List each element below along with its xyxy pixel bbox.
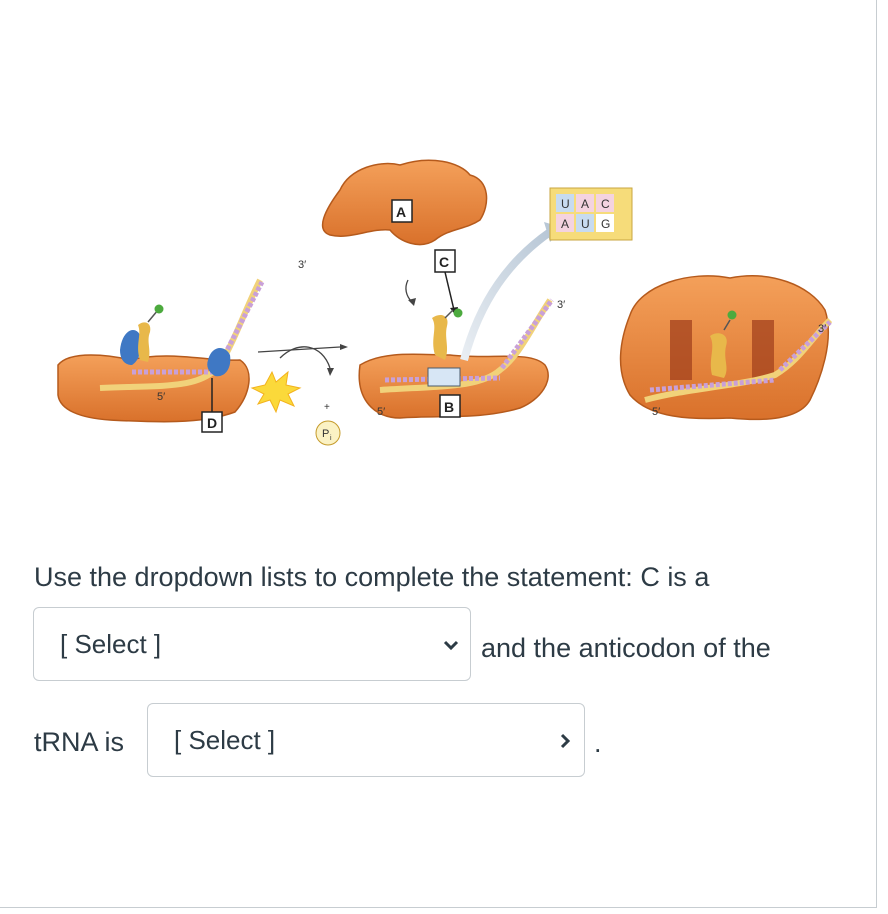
dropdown-2-value: [ Select ] bbox=[174, 725, 276, 755]
label-c: C bbox=[439, 254, 449, 270]
svg-text:+: + bbox=[324, 402, 330, 413]
svg-text:3′: 3′ bbox=[818, 323, 826, 335]
end-period: . bbox=[594, 728, 602, 758]
svg-text:C: C bbox=[601, 197, 610, 211]
question-text: Use the dropdown lists to complete the s… bbox=[34, 562, 710, 592]
svg-text:A: A bbox=[561, 217, 569, 231]
svg-text:5′: 5′ bbox=[157, 391, 165, 403]
svg-text:3′: 3′ bbox=[298, 259, 306, 271]
chevron-down-icon bbox=[443, 640, 459, 651]
svg-text:A: A bbox=[581, 197, 589, 211]
svg-text:5′: 5′ bbox=[652, 406, 660, 418]
label-a: A bbox=[396, 204, 406, 220]
chevron-right-icon bbox=[560, 733, 571, 749]
dropdown-2[interactable]: [ Select ] bbox=[147, 703, 585, 777]
label-d: D bbox=[207, 415, 217, 431]
middle-text: and the anticodon of the bbox=[481, 633, 771, 663]
svg-text:U: U bbox=[581, 217, 590, 231]
svg-text:3′: 3′ bbox=[557, 299, 565, 311]
dropdown-1-value: [ Select ] bbox=[60, 629, 162, 659]
dropdown-1[interactable]: [ Select ] bbox=[33, 607, 471, 681]
svg-text:5′: 5′ bbox=[377, 406, 385, 418]
svg-text:U: U bbox=[561, 197, 570, 211]
label-b: B bbox=[444, 399, 454, 415]
svg-text:P: P bbox=[322, 428, 329, 440]
svg-text:i: i bbox=[330, 435, 332, 442]
translation-diagram: 3′ 5′ D + P i A C bbox=[40, 150, 840, 480]
lead-text: tRNA is bbox=[34, 727, 125, 757]
svg-text:G: G bbox=[601, 217, 610, 231]
